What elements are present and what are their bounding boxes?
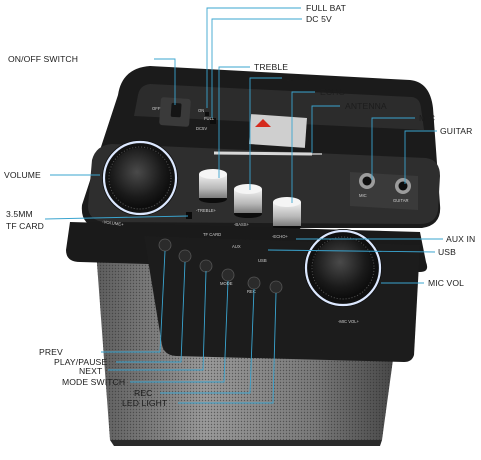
label-treble: TREBLE <box>254 62 289 72</box>
print-treble: -TREBLE+ <box>196 208 217 213</box>
label-guitar: GUITAR <box>440 126 473 136</box>
bass-knob <box>234 184 262 218</box>
print-aux: AUX <box>232 244 241 249</box>
label-3-5mm: 3.5MM <box>6 209 33 219</box>
label-mic-vol: MIC VOL <box>428 278 465 288</box>
print-guitar: GUITAR <box>393 198 409 203</box>
guitar-jack <box>395 178 411 194</box>
label-on-off-switch: ON/OFF SWITCH <box>8 54 79 64</box>
leader-lines <box>44 7 443 404</box>
label-volume: VOLUME <box>4 170 41 180</box>
print-usb: USB <box>258 258 267 263</box>
label-usb: USB <box>438 247 456 257</box>
label-bass: BASS <box>286 73 310 83</box>
print-bass: -BASS+ <box>234 222 250 227</box>
rear-panel <box>159 97 307 148</box>
label-led-light: LED LIGHT <box>122 398 168 408</box>
print-volume: -VOLUME+ <box>102 219 125 227</box>
print-off: OFF <box>152 106 161 111</box>
label-rec: REC <box>134 388 153 398</box>
label-prev: PREV <box>39 347 63 357</box>
volume-knob <box>102 140 178 216</box>
label-antenna: ANTENNA <box>345 101 387 111</box>
label-next: NEXT <box>79 366 103 376</box>
label-play-pause: PLAY/PAUSE <box>54 357 108 367</box>
print-tf-card: TF CARD <box>203 232 221 237</box>
label-mic: MIC <box>419 113 436 123</box>
print-rec: REC <box>247 289 256 294</box>
mic-jack <box>359 173 375 189</box>
label-echo: ECHO <box>320 87 346 97</box>
label-aux-in: AUX IN <box>446 234 476 244</box>
label-mode-switch: MODE SWITCH <box>62 377 126 387</box>
print-dc5v: DC5V <box>196 126 207 131</box>
antenna <box>213 151 313 156</box>
print-full: FULL <box>204 116 215 121</box>
print-mic: MIC <box>359 193 367 198</box>
treble-knob <box>199 169 227 203</box>
print-mic-vol: -MIC VOL+ <box>338 319 360 324</box>
label-dc-5v: DC 5V <box>306 14 332 24</box>
mic-vol-knob <box>304 229 382 307</box>
print-echo: -ECHO+ <box>272 234 288 239</box>
label-full-bat: FULL BAT <box>306 3 346 13</box>
label-tf-card: TF CARD <box>6 221 44 231</box>
echo-knob <box>273 197 301 231</box>
print-on: ON <box>198 108 204 113</box>
print-mode: MODE <box>220 281 233 286</box>
